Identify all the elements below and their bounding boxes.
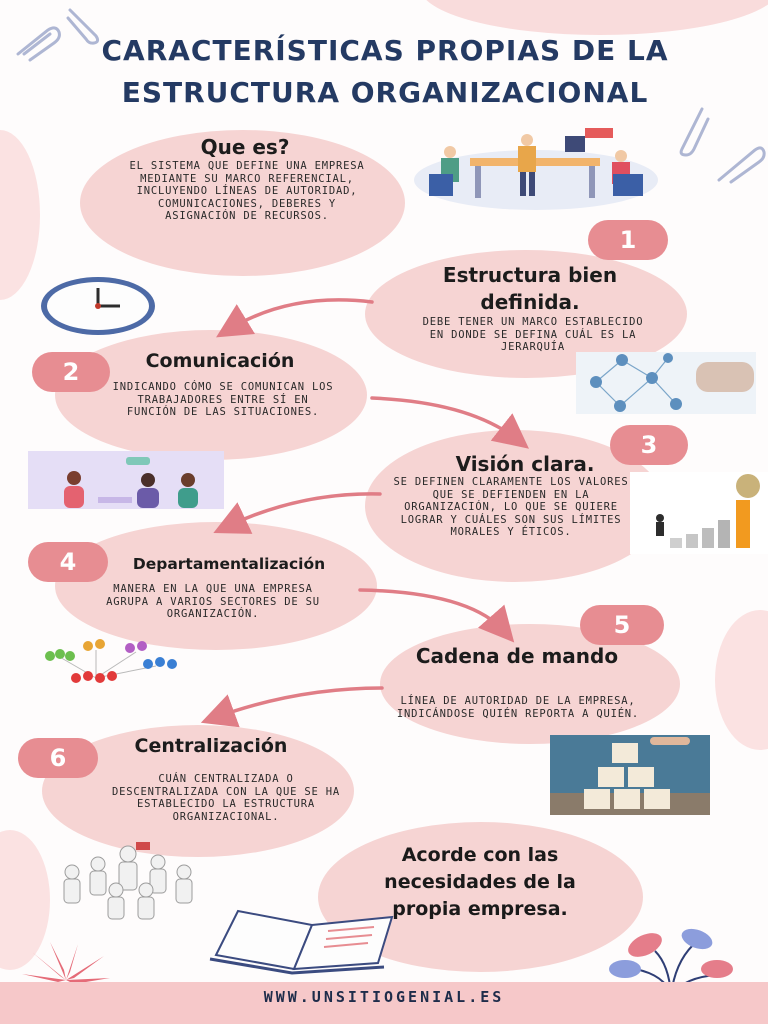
footer-bar <box>0 982 768 1024</box>
footer-url[interactable]: WWW.UNSITIOGENIAL.ES <box>263 988 505 1006</box>
item-4-text: MANERA EN LA QUE UNA EMPRESA AGRUPA A VA… <box>106 583 320 620</box>
item-2-blob <box>55 330 367 460</box>
item-1-text: DEBE TENER UN MARCO ESTABLECIDO EN DONDE… <box>422 316 644 353</box>
item-6-text: CUÁN CENTRALIZADA O DESCENTRALIZADA CON … <box>112 773 340 823</box>
hierarchy-blocks-illustration <box>550 735 710 815</box>
paperclip-icon <box>679 107 710 157</box>
paperclip-icon <box>66 8 100 45</box>
paperclip-icon <box>16 26 61 62</box>
network-illustration <box>576 352 756 414</box>
item-1-number: 1 <box>588 220 668 260</box>
title-line-1: CARACTERÍSTICAS PROPIAS DE LA <box>101 34 669 67</box>
page-title: CARACTERÍSTICAS PROPIAS DE LA ESTRUCTURA… <box>40 30 730 114</box>
item-6-number: 6 <box>18 738 98 778</box>
item-3-heading: Visión clara. <box>455 452 595 476</box>
item-2-text: INDICANDO CÓMO SE COMUNICAN LOS TRABAJAD… <box>112 381 334 418</box>
paperclip-icon <box>717 146 766 184</box>
book-icon <box>209 909 394 975</box>
people-meeting-illustration <box>63 842 193 920</box>
item-5-number: 5 <box>580 605 664 645</box>
item-6-heading: Centralización <box>134 735 288 757</box>
item-5-heading: Cadena de mando <box>415 644 619 668</box>
item-2-heading: Comunicación <box>145 350 295 372</box>
intro-heading: Que es? <box>200 135 290 159</box>
item-5-text: LÍNEA DE AUTORIDAD DE LA EMPRESA, INDICÁ… <box>396 695 640 720</box>
item-4-blob <box>55 522 377 650</box>
item-1-heading: Estructura bien definida. <box>442 263 618 314</box>
item-4-number: 4 <box>28 542 108 582</box>
title-line-2: ESTRUCTURA ORGANIZACIONAL <box>121 76 649 109</box>
team-meeting-illustration <box>28 451 224 509</box>
item-2-number: 2 <box>32 352 110 392</box>
office-team-illustration <box>414 128 658 210</box>
growth-steps-illustration <box>630 472 768 554</box>
item-3-number: 3 <box>610 425 688 465</box>
intro-blob <box>80 130 405 276</box>
closing-text: Acorde con las necesidades de la propia … <box>384 844 576 920</box>
item-3-text: SE DEFINEN CLARAMENTE LOS VALORES QUE SE… <box>393 476 629 538</box>
item-4-heading: Departamentalización <box>132 555 326 573</box>
department-groups-illustration <box>45 639 177 683</box>
clock-icon <box>41 277 155 335</box>
intro-text: EL SISTEMA QUE DEFINE UNA EMPRESA MEDIAN… <box>129 160 365 222</box>
